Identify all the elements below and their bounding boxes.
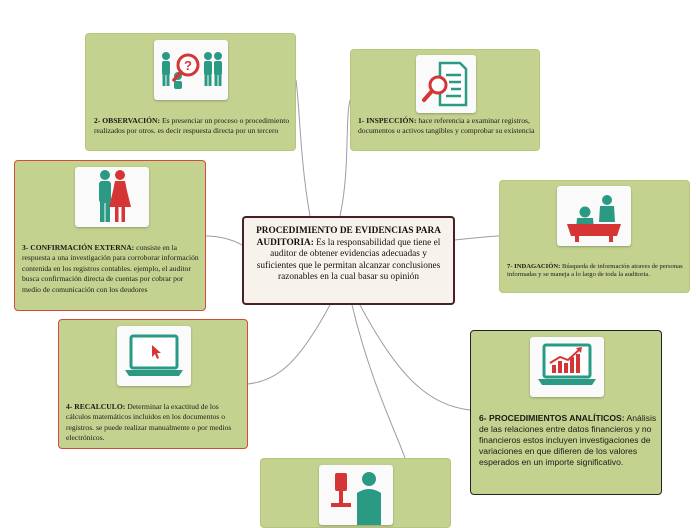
link-analiticos bbox=[359, 304, 471, 411]
node-analiticos-text: 6- PROCEDIMIENTOS ANALÍTICOS: Análisis d… bbox=[479, 413, 657, 468]
node-body: hace referencia a examinar registros, do… bbox=[358, 116, 535, 136]
man-woman-icon bbox=[75, 167, 149, 227]
node-body: consiste en la respuesta a una investiga… bbox=[22, 243, 199, 294]
node-observacion[interactable]: ? 2- OBSERVACIÓN: Es presenciar un proce… bbox=[85, 33, 296, 151]
person-computer-icon bbox=[319, 465, 393, 525]
central-body: Es la responsabilidad que tiene el audit… bbox=[256, 237, 441, 283]
node-recalculo-text: 4- RECALCULO: Determinar la exactitud de… bbox=[66, 402, 244, 444]
node-title: 6- PROCEDIMIENTOS ANALÍTICOS: bbox=[479, 413, 625, 423]
node-title: 7- INDAGACIÓN: bbox=[507, 263, 561, 270]
laptop-cursor-icon bbox=[117, 326, 191, 386]
document-magnifier-icon bbox=[416, 55, 476, 113]
central-title: PROCEDIMIENTO DE EVIDENCIAS PARA AUDITOR… bbox=[256, 226, 441, 248]
link-reejecucion bbox=[351, 304, 406, 459]
node-body: Análisis de las relaciones entre datos f… bbox=[479, 413, 657, 467]
link-observacion bbox=[295, 79, 311, 217]
node-reejecucion[interactable] bbox=[260, 458, 451, 528]
svg-text:?: ? bbox=[184, 58, 192, 73]
node-body: Búsqueda de información atraves de perso… bbox=[507, 263, 683, 279]
link-recalculo bbox=[247, 304, 331, 385]
central-topic[interactable]: PROCEDIMIENTO DE EVIDENCIAS PARA AUDITOR… bbox=[242, 216, 455, 305]
node-indagacion[interactable]: 7- INDAGACIÓN: Búsqueda de información a… bbox=[499, 180, 690, 293]
node-title: 3- CONFIRMACIÓN EXTERNA: bbox=[22, 243, 135, 252]
node-title: 1- INSPECCIÓN: bbox=[358, 116, 417, 125]
link-indagacion bbox=[454, 235, 501, 241]
node-title: 2- OBSERVACIÓN: bbox=[94, 116, 161, 125]
people-question-icon: ? bbox=[154, 40, 228, 100]
node-analiticos[interactable]: 6- PROCEDIMIENTOS ANALÍTICOS: Análisis d… bbox=[470, 330, 662, 495]
node-inspeccion[interactable]: 1- INSPECCIÓN: hace referencia a examina… bbox=[350, 49, 540, 151]
node-inspeccion-text: 1- INSPECCIÓN: hace referencia a examina… bbox=[358, 116, 536, 137]
node-recalculo[interactable]: 4- RECALCULO: Determinar la exactitud de… bbox=[58, 319, 248, 449]
laptop-chart-icon bbox=[530, 337, 604, 397]
node-body: Es presenciar un proceso o procedimiento… bbox=[94, 116, 290, 136]
meeting-icon bbox=[557, 186, 631, 246]
link-inspeccion bbox=[339, 99, 351, 217]
node-confirmacion[interactable]: 3- CONFIRMACIÓN EXTERNA: consiste en la … bbox=[14, 160, 206, 311]
node-observacion-text: 2- OBSERVACIÓN: Es presenciar un proceso… bbox=[94, 116, 292, 137]
node-indagacion-text: 7- INDAGACIÓN: Búsqueda de información a… bbox=[507, 263, 687, 280]
node-confirmacion-text: 3- CONFIRMACIÓN EXTERNA: consiste en la … bbox=[22, 243, 202, 295]
link-confirmacion bbox=[205, 235, 243, 246]
node-body: Determinar la exactitud de los cálculos … bbox=[66, 402, 232, 443]
node-title: 4- RECALCULO: bbox=[66, 402, 126, 411]
